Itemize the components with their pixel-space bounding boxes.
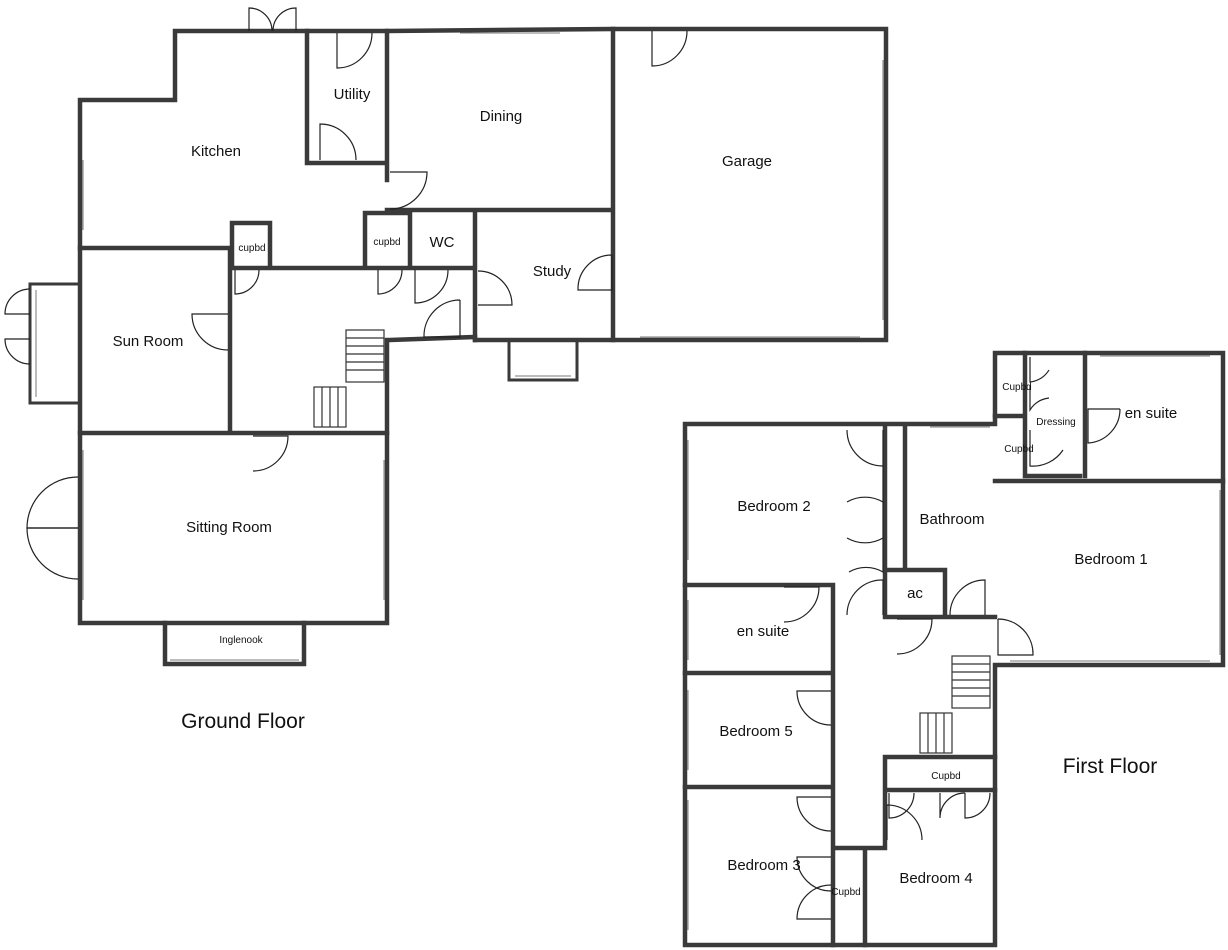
study-bay-wall bbox=[507, 340, 579, 382]
inglenook-wall bbox=[162, 620, 307, 667]
floor-title-ground: Ground Floor bbox=[181, 710, 305, 733]
ground-doors bbox=[4, 7, 688, 580]
room-label-kitchen: Kitchen bbox=[191, 143, 241, 160]
sunroom-bay-wall bbox=[28, 282, 80, 405]
room-label-study: Study bbox=[533, 263, 572, 280]
first-doors bbox=[783, 357, 1121, 920]
room-label-cupbd-landing: Cupbd bbox=[931, 771, 960, 782]
room-label-bathroom: Bathroom bbox=[919, 511, 984, 528]
first-floor-plan: Cupbd Dressing Cupbd en suite Bedroom 2 … bbox=[682, 350, 1226, 948]
room-label-ac: ac bbox=[907, 585, 923, 602]
ground-interior-walls bbox=[77, 26, 616, 436]
room-label-cupbd-hall: cupbd bbox=[373, 237, 400, 248]
room-label-utility: Utility bbox=[334, 86, 371, 103]
room-label-cupbd-bed3: Cupbd bbox=[831, 887, 860, 898]
room-label-dressing: Dressing bbox=[1036, 417, 1075, 428]
room-label-bedroom-1: Bedroom 1 bbox=[1074, 551, 1147, 568]
floor-title-first: First Floor bbox=[1063, 755, 1158, 778]
room-label-bedroom-3: Bedroom 3 bbox=[727, 857, 800, 874]
room-label-en-suite-2: en suite bbox=[737, 623, 790, 640]
room-label-bedroom-4: Bedroom 4 bbox=[899, 870, 972, 887]
first-windows bbox=[687, 355, 1221, 930]
room-label-en-suite-1: en suite bbox=[1125, 405, 1178, 422]
room-label-garage: Garage bbox=[722, 153, 772, 170]
room-label-sun-room: Sun Room bbox=[113, 333, 184, 350]
room-label-dining: Dining bbox=[480, 108, 523, 125]
room-label-bedroom-2: Bedroom 2 bbox=[737, 498, 810, 515]
first-staircase bbox=[919, 655, 991, 754]
first-outer-wall bbox=[682, 350, 1226, 948]
room-label-cupbd-small: cupbd bbox=[238, 243, 265, 254]
room-label-sitting-room: Sitting Room bbox=[186, 519, 272, 536]
room-label-bedroom-5: Bedroom 5 bbox=[719, 723, 792, 740]
ground-staircase bbox=[313, 329, 385, 428]
room-label-cupbd-top: Cupbd bbox=[1002, 382, 1031, 393]
room-label-cupbd-lower: Cupbd bbox=[1004, 444, 1033, 455]
ground-outer-wall bbox=[77, 26, 889, 626]
first-interior-walls bbox=[682, 350, 1226, 948]
room-label-wc: WC bbox=[430, 234, 455, 251]
ground-floor-plan: Kitchen Utility Dining Garage cupbd cupb… bbox=[4, 7, 889, 733]
room-label-inglenook: Inglenook bbox=[219, 635, 263, 646]
ground-windows bbox=[82, 32, 884, 661]
